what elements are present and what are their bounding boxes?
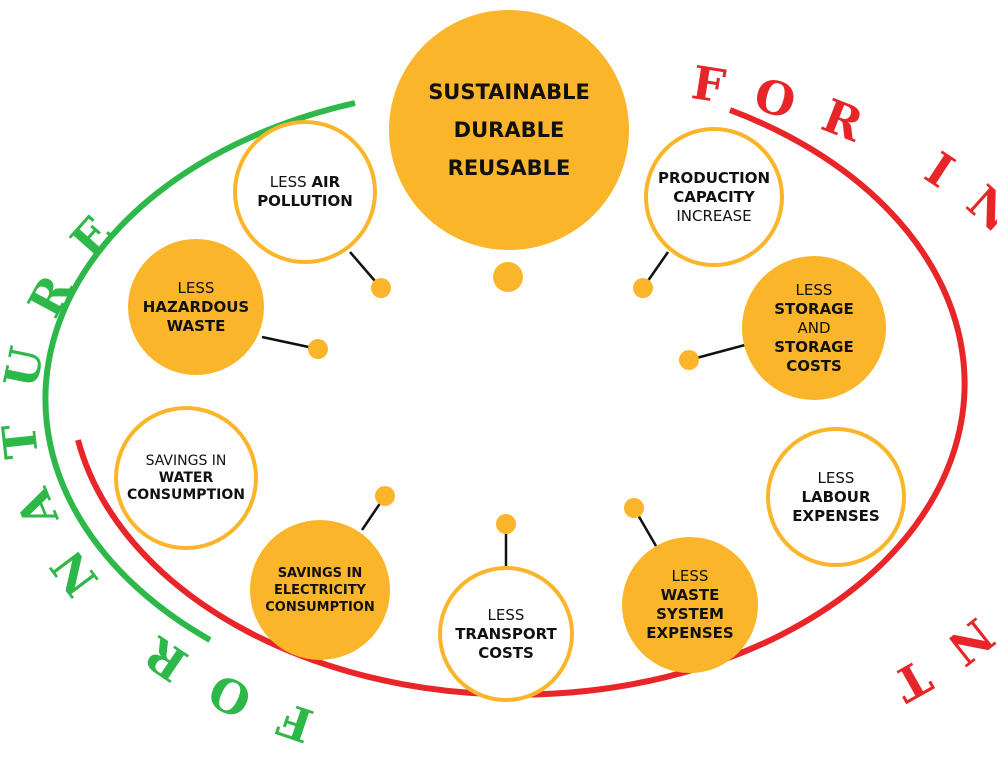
benefit-text: AIR — [311, 173, 341, 191]
connector-dot — [624, 498, 644, 518]
center-dot — [493, 262, 523, 292]
benefit-text: ELECTRICITY — [274, 582, 366, 598]
connector-dot — [308, 339, 328, 359]
connector-dot — [633, 278, 653, 298]
nature-arc — [42, 100, 356, 643]
benefit-text: HAZARDOUS — [142, 297, 250, 316]
benefit-text: STORAGE — [774, 337, 854, 356]
benefit-electricity-savings: SAVINGS IN ELECTRICITY CONSUMPTION — [250, 520, 390, 660]
benefit-less-air-pollution: LESS AIR POLLUTION — [233, 120, 377, 264]
benefit-less-waste-system-expenses: LESS WASTE SYSTEM EXPENSES — [622, 537, 758, 673]
benefit-text: LESS — [795, 280, 833, 299]
benefit-text: COSTS — [478, 643, 534, 662]
benefit-text: LESS — [269, 173, 312, 191]
connector-dot — [679, 350, 699, 370]
investment-arc — [75, 107, 968, 698]
connector-dot — [375, 486, 395, 506]
benefit-water-savings: SAVINGS IN WATER CONSUMPTION — [114, 406, 258, 550]
connector-dot — [496, 514, 516, 534]
benefit-text: EXPENSES — [792, 506, 880, 525]
center-line: DURABLE — [453, 118, 565, 142]
benefit-less-storage-costs: LESS STORAGE AND STORAGE COSTS — [742, 256, 886, 400]
benefit-less-transport-costs: LESS TRANSPORT COSTS — [438, 566, 574, 702]
connector-dots — [308, 262, 699, 534]
benefit-text: WASTE — [166, 316, 226, 335]
benefit-less-labour-expenses: LESS LABOUR EXPENSES — [766, 427, 906, 567]
center-line: REUSABLE — [447, 156, 571, 180]
benefit-text: EXPENSES — [646, 624, 734, 642]
benefit-text: SAVINGS IN — [145, 452, 227, 469]
benefit-text: INCREASE — [676, 206, 752, 225]
benefit-text: AND — [797, 318, 831, 337]
benefit-text: LESS — [671, 567, 709, 585]
benefit-text: SYSTEM — [656, 605, 724, 623]
center-circle: SUSTAINABLE DURABLE REUSABLE — [389, 10, 629, 250]
benefit-text: WASTE — [660, 586, 720, 604]
benefit-text: STORAGE — [774, 299, 854, 318]
benefit-text: LESS — [487, 605, 525, 624]
benefit-text: WATER — [158, 469, 214, 486]
benefit-text: CONSUMPTION — [265, 599, 375, 615]
benefit-text: COSTS — [786, 356, 842, 375]
benefit-less-hazardous-waste: LESS HAZARDOUS WASTE — [128, 239, 264, 375]
center-line: SUSTAINABLE — [428, 80, 590, 104]
connector-dot — [371, 278, 391, 298]
benefit-line: LESS AIR — [270, 173, 340, 192]
benefit-text: CAPACITY — [673, 187, 755, 206]
benefit-text: LABOUR — [801, 487, 871, 506]
benefit-production-capacity-increase: PRODUCTION CAPACITY INCREASE — [644, 127, 784, 267]
benefit-text: PRODUCTION — [657, 168, 771, 187]
benefit-text: CONSUMPTION — [127, 486, 245, 503]
benefit-text: LESS — [177, 278, 215, 297]
benefit-text: TRANSPORT — [455, 624, 557, 643]
benefit-text: POLLUTION — [257, 192, 353, 210]
benefit-text: SAVINGS IN — [277, 565, 363, 581]
benefit-text: LESS — [817, 468, 855, 487]
